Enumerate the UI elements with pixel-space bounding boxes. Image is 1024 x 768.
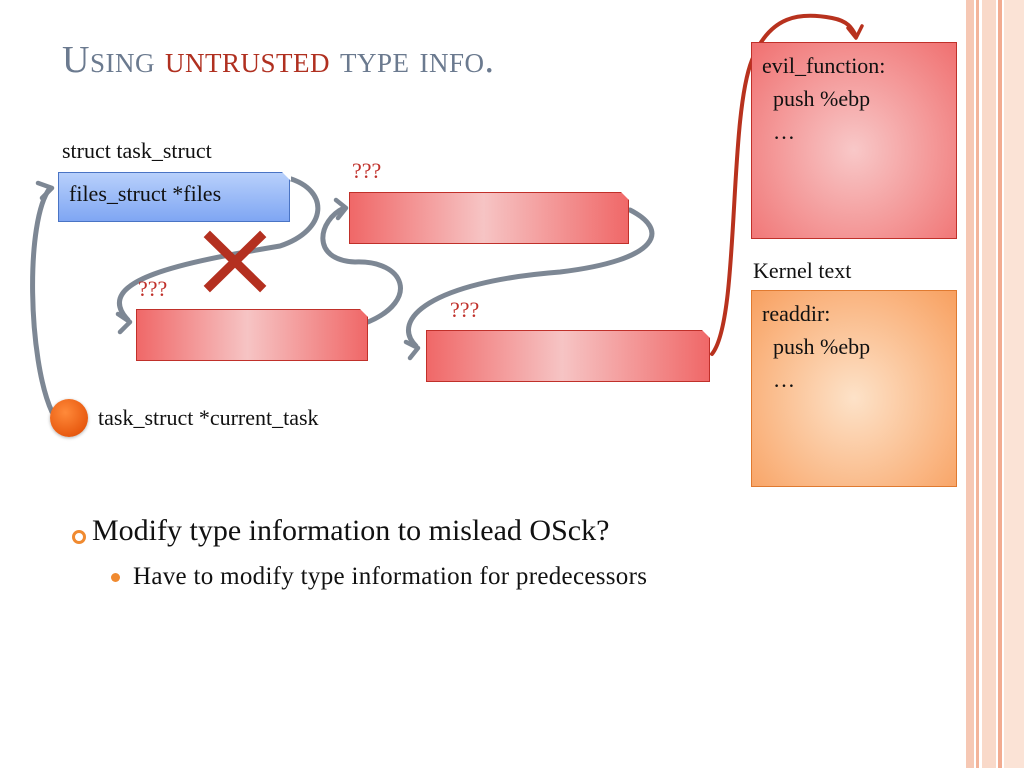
- arrowhead-red: [846, 24, 864, 40]
- corner-fold: [281, 171, 291, 181]
- unknown-label-1: ???: [352, 158, 382, 183]
- arrowhead-1: [35, 180, 55, 201]
- decorative-stripes: [966, 0, 1024, 768]
- unknown-box-1: [349, 191, 630, 244]
- corner-fold: [359, 308, 369, 318]
- title-part-3: type info.: [339, 39, 495, 81]
- files-field-label: files_struct *files: [69, 181, 222, 206]
- arrowhead-4: [403, 339, 421, 361]
- arrow-box1-to-box3: [406, 207, 655, 349]
- bullet-dot-icon: [111, 573, 120, 582]
- arrow-current-to-task: [30, 185, 55, 415]
- cross-mark-icon: [203, 230, 267, 293]
- arrowhead-2: [115, 311, 133, 335]
- current-task-root-dot: [50, 399, 88, 437]
- bullet-sub-text: Have to modify type information for pred…: [133, 563, 648, 590]
- readdir-box: readdir: push %ebp …: [751, 290, 957, 487]
- title-part-2: untrusted: [164, 39, 330, 81]
- slide-title: Using untrusted type info.: [62, 38, 494, 82]
- evil-function-box: evil_function: push %ebp …: [751, 42, 957, 239]
- unknown-label-2: ???: [138, 276, 168, 301]
- bullet-main-text: Modify type information to mislead OSck?: [92, 514, 610, 547]
- corner-fold: [701, 329, 711, 339]
- unknown-label-3: ???: [450, 297, 480, 322]
- bullet-ring-icon: [72, 530, 86, 544]
- struct-task-struct-label: struct task_struct: [62, 138, 212, 163]
- title-part-1: Using: [62, 39, 155, 81]
- arrow-files-to-box2: [117, 175, 321, 323]
- unknown-box-2: [136, 308, 369, 361]
- current-task-label: task_struct *current_task: [98, 405, 319, 430]
- arrowhead-3: [333, 197, 349, 221]
- arrow-box2-to-box1: [320, 205, 403, 325]
- files-struct-box: files_struct *files: [58, 171, 291, 222]
- corner-fold: [620, 191, 630, 201]
- kernel-text-label: Kernel text: [753, 258, 852, 283]
- unknown-box-3: [426, 329, 711, 382]
